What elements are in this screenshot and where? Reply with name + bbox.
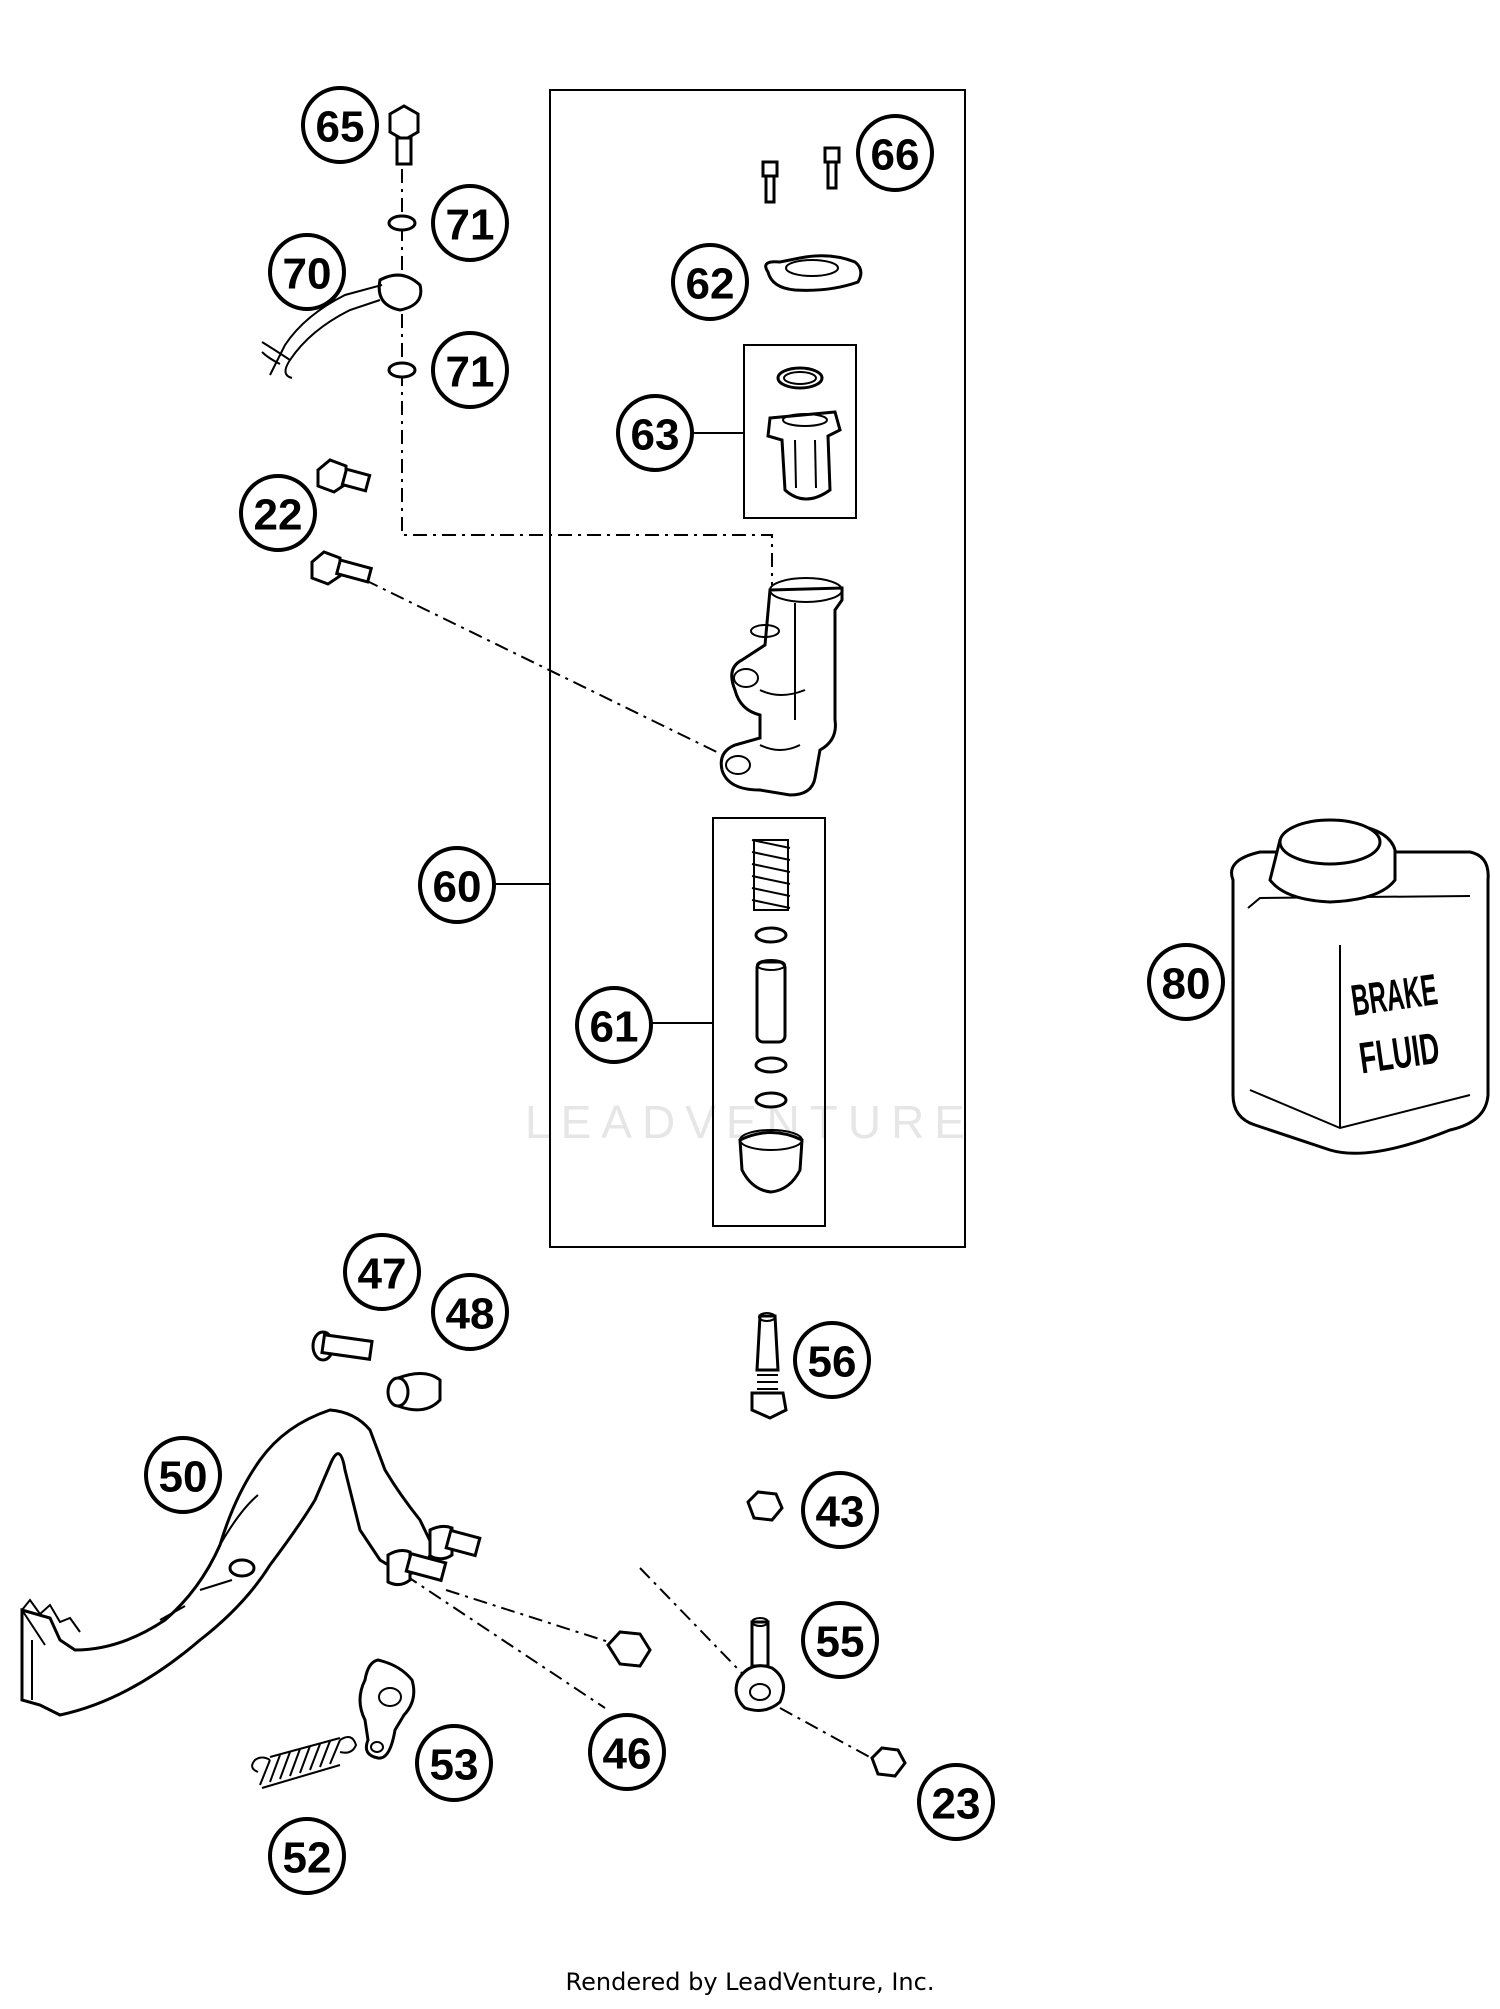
master-cylinder-assembly-box — [549, 89, 966, 1248]
screw-66 — [761, 146, 841, 204]
callout-61: 61 — [575, 986, 653, 1064]
svg-text:65: 65 — [316, 103, 365, 152]
nut-23 — [870, 1746, 907, 1778]
svg-text:70: 70 — [283, 250, 332, 299]
svg-text:61: 61 — [590, 1003, 639, 1052]
svg-text:71: 71 — [446, 201, 495, 250]
svg-text:50: 50 — [159, 1453, 208, 1502]
callout-46: 46 — [588, 1713, 666, 1791]
master-cylinder-body — [719, 577, 844, 797]
svg-text:56: 56 — [808, 1338, 857, 1387]
footer-credit: Rendered by LeadVenture, Inc. — [565, 1968, 935, 1996]
spring-plate-53 — [358, 1658, 416, 1760]
svg-text:53: 53 — [430, 1741, 479, 1790]
washer-71-top — [387, 214, 417, 232]
callout-47: 47 — [343, 1233, 421, 1311]
callout-56: 56 — [793, 1321, 871, 1399]
svg-text:46: 46 — [603, 1730, 652, 1779]
piston-kit-61 — [738, 839, 804, 1194]
callout-71-bottom: 71 — [431, 331, 509, 409]
bleeder-screw-56 — [750, 1312, 788, 1420]
svg-text:52: 52 — [283, 1834, 332, 1883]
reservoir-cap-62 — [764, 254, 863, 292]
callout-80: 80 — [1147, 943, 1225, 1021]
svg-text:80: 80 — [1162, 960, 1211, 1009]
callout-52: 52 — [268, 1817, 346, 1895]
svg-text:55: 55 — [816, 1618, 865, 1667]
svg-text:22: 22 — [254, 491, 303, 540]
bottle-label-line-1: BRAKE — [1348, 965, 1440, 1025]
svg-text:47: 47 — [358, 1250, 407, 1299]
svg-text:60: 60 — [433, 863, 482, 912]
washer-71-bottom — [387, 361, 417, 379]
callout-70: 70 — [268, 233, 346, 311]
callout-48: 48 — [431, 1273, 509, 1351]
callout-43: 43 — [801, 1471, 879, 1549]
callout-23: 23 — [917, 1763, 995, 1841]
bottle-label-line-2: FLUID — [1356, 1024, 1442, 1084]
callout-65: 65 — [301, 86, 379, 164]
svg-text:63: 63 — [631, 411, 680, 460]
pin-47 — [311, 1330, 374, 1362]
bolt-22 — [310, 458, 374, 586]
brake-fluid-bottle-80: BRAKE FLUID — [1230, 818, 1490, 1155]
callout-71-top: 71 — [431, 184, 509, 262]
svg-text:48: 48 — [446, 1290, 495, 1339]
callout-50: 50 — [144, 1436, 222, 1514]
callout-63: 63 — [616, 394, 694, 472]
brake-pedal-50 — [20, 1408, 482, 1717]
reservoir-kit-box — [743, 344, 857, 519]
svg-text:23: 23 — [932, 1780, 981, 1829]
callout-53: 53 — [415, 1724, 493, 1802]
bolt-65 — [388, 104, 420, 166]
nut-43 — [746, 1490, 784, 1522]
nut-46 — [606, 1630, 652, 1668]
svg-text:43: 43 — [816, 1488, 865, 1537]
svg-text:62: 62 — [686, 260, 735, 309]
reservoir-63 — [766, 366, 842, 501]
callout-22: 22 — [239, 474, 317, 552]
callout-62: 62 — [671, 243, 749, 321]
svg-text:71: 71 — [446, 348, 495, 397]
callout-60: 60 — [418, 846, 496, 924]
callout-66: 66 — [856, 114, 934, 192]
pushrod-eye-55 — [734, 1617, 786, 1712]
svg-text:66: 66 — [871, 131, 920, 180]
bushing-48 — [386, 1372, 442, 1412]
callout-55: 55 — [801, 1601, 879, 1679]
return-spring-52 — [251, 1735, 358, 1789]
